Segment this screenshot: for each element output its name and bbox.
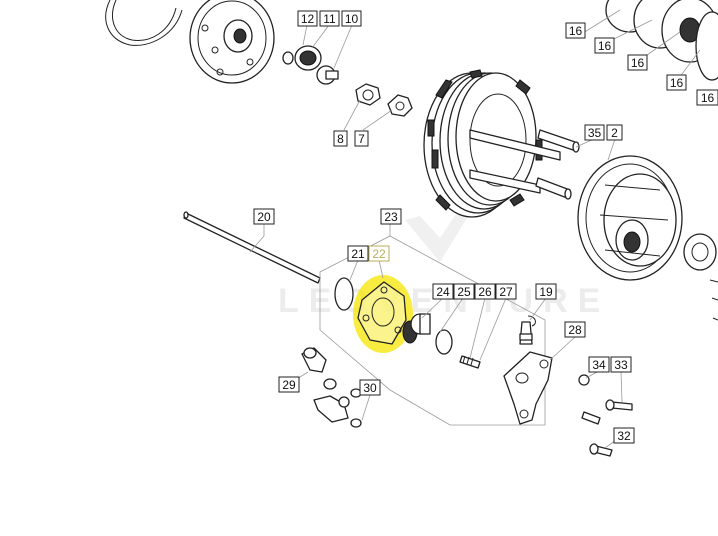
callout-label-text: 19 [539,285,553,299]
callout-label-text: 34 [592,358,606,372]
callout-11: 11 [319,10,340,27]
bleeder-valve [519,315,536,345]
callout-29: 29 [278,376,300,393]
seal-bearing-set [402,313,481,369]
o-ring [334,277,354,311]
callout-34: 34 [588,356,610,373]
callout-label-text: 8 [337,132,344,146]
callout-label-text: 24 [436,285,450,299]
washer-bearing-spacer-set [282,45,339,85]
callout-label-text: 11 [323,12,336,26]
callout-label-text: 16 [569,24,583,38]
group-outline [319,235,546,426]
clutch-disc-top-left [105,0,275,84]
callout-25: 25 [453,283,475,300]
basket-studs [469,129,580,200]
callout-27: 27 [495,283,517,300]
callout-label-text: 23 [384,210,398,224]
callout-22: 22 [368,245,390,262]
callout-label-text: 33 [614,358,628,372]
callout-label-text: 16 [631,56,645,70]
callout-label-text: 2 [611,126,618,140]
callout-16b: 16 [594,37,615,54]
callout-label-text: 30 [363,381,377,395]
callout-label-text: 28 [568,323,582,337]
callout-label-text: 7 [358,132,365,146]
slave-cylinder [503,351,553,425]
callout-23: 23 [380,208,402,225]
callout-16d: 16 [666,74,687,91]
callout-label-text: 26 [478,285,492,299]
callout-label-text: 20 [257,210,271,224]
callout-12: 12 [297,10,318,27]
callout-label-text: 25 [457,285,471,299]
callout-16e: 16 [696,89,718,106]
callout-16c: 16 [627,54,648,71]
callout-35: 35 [584,124,605,141]
callout-8: 8 [333,130,348,147]
banjo-fittings [301,347,362,428]
push-rod [183,211,321,284]
callout-label-text: 22 [372,247,386,261]
callout-32: 32 [613,427,635,444]
callout-label-text: 32 [617,429,631,443]
callout-28: 28 [564,321,586,338]
friction-discs-16 [605,0,718,81]
callout-label-text: 10 [345,12,359,26]
callout-20: 20 [253,208,275,225]
callout-label-text: 29 [282,378,296,392]
callout-10: 10 [341,10,362,27]
callout-label-text: 12 [301,12,315,26]
callout-26: 26 [474,283,496,300]
watermark: LEOVENTURE [278,205,600,320]
callout-30: 30 [359,379,381,396]
highlighted-cover-part [353,275,413,353]
bolt-set [578,374,633,457]
callout-label-text: 16 [670,76,684,90]
leader-lines [249,9,701,449]
callout-24: 24 [432,283,454,300]
callout-label-text: 27 [499,285,513,299]
callout-2: 2 [606,124,623,141]
callout-16a: 16 [565,22,586,39]
callout-19: 19 [535,283,557,300]
callout-label-text: 16 [701,91,715,105]
callout-7: 7 [354,130,369,147]
nut-and-tab-washer [355,83,413,117]
callout-21: 21 [347,245,369,262]
callout-label-text: 35 [588,126,602,140]
callout-label-text: 21 [351,247,365,261]
callout-33: 33 [610,356,632,373]
callout-label-text: 16 [598,39,612,53]
clutch-hub-right [577,155,718,321]
